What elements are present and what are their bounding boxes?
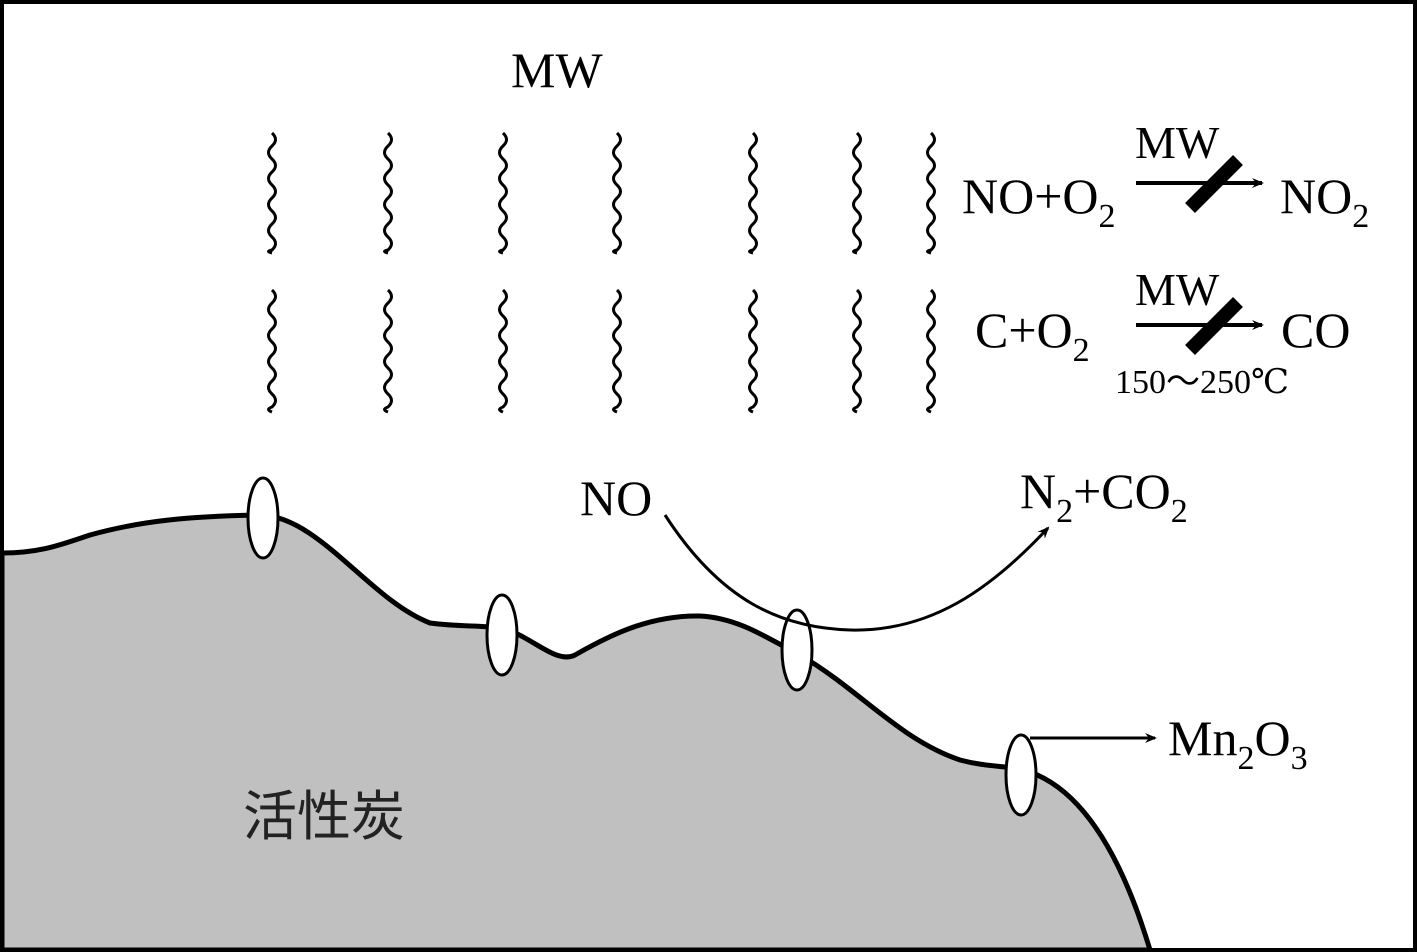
- mw-label: MW: [511, 42, 603, 98]
- product-no2: NO: [1280, 168, 1352, 224]
- mn2o3-label: Mn: [1168, 710, 1237, 766]
- mn-subscript: 2: [1237, 740, 1254, 777]
- reaction1-condition: MW: [1135, 117, 1220, 168]
- carbon-surface: [0, 512, 1154, 952]
- blocked-icon: [1185, 297, 1243, 355]
- microwave-wave-icon: [926, 131, 936, 255]
- svg-text:C+O2: C+O2: [975, 302, 1090, 369]
- svg-text:Mn2O3: Mn2O3: [1168, 710, 1308, 777]
- product-n2: N: [1020, 463, 1056, 519]
- mn2o3-particle: [246, 476, 280, 560]
- co2-subscript: 2: [1171, 493, 1188, 530]
- microwave-wave-icon: [383, 131, 393, 255]
- reaction2-condition: MW: [1135, 264, 1220, 315]
- mn2o3-particle: [780, 608, 814, 692]
- microwave-wave-icon: [267, 288, 277, 414]
- svg-text:N2+CO2: N2+CO2: [1020, 463, 1188, 530]
- o2-subscript: 2: [1073, 332, 1090, 369]
- microwave-wave-icon: [498, 288, 508, 414]
- microwave-wave-icon: [612, 288, 622, 414]
- no-reduction-arrow: [663, 514, 1050, 632]
- mn2o3-particle: [1004, 733, 1038, 817]
- microwave-waves: [267, 131, 936, 414]
- reaction-carbon-oxidation: C+O2 MW CO 150～250℃: [975, 264, 1350, 401]
- microwave-wave-icon: [852, 288, 862, 414]
- microwave-wave-icon: [498, 131, 508, 255]
- mn2o3-oxygen: O: [1254, 710, 1290, 766]
- svg-text:NO+O2: NO+O2: [962, 168, 1116, 235]
- product-co: CO: [1281, 302, 1350, 358]
- reactant-c-o2: C+O: [975, 302, 1073, 358]
- svg-text:NO2: NO2: [1280, 168, 1369, 235]
- o2-subscript: 2: [1099, 198, 1116, 235]
- reaction-no-oxidation: NO+O2 MW NO2: [962, 117, 1369, 235]
- blocked-icon: [1185, 155, 1243, 213]
- reactant-no-o2: NO+O: [962, 168, 1099, 224]
- no-reactant-label: NO: [580, 470, 652, 526]
- no2-subscript: 2: [1352, 198, 1369, 235]
- microwave-wave-icon: [267, 131, 277, 255]
- microwave-wave-icon: [852, 131, 862, 255]
- mn2o3-particle: [485, 593, 519, 677]
- microwave-wave-icon: [748, 288, 758, 414]
- n2-subscript: 2: [1056, 493, 1073, 530]
- microwave-wave-icon: [383, 288, 393, 414]
- microwave-wave-icon: [748, 131, 758, 255]
- product-co2: +CO: [1073, 463, 1171, 519]
- microwave-wave-icon: [926, 288, 936, 414]
- activated-carbon-label: 活性炭: [243, 785, 405, 848]
- reaction2-temperature: 150～250℃: [1115, 364, 1289, 401]
- microwave-wave-icon: [612, 131, 622, 255]
- o-subscript: 3: [1291, 740, 1308, 777]
